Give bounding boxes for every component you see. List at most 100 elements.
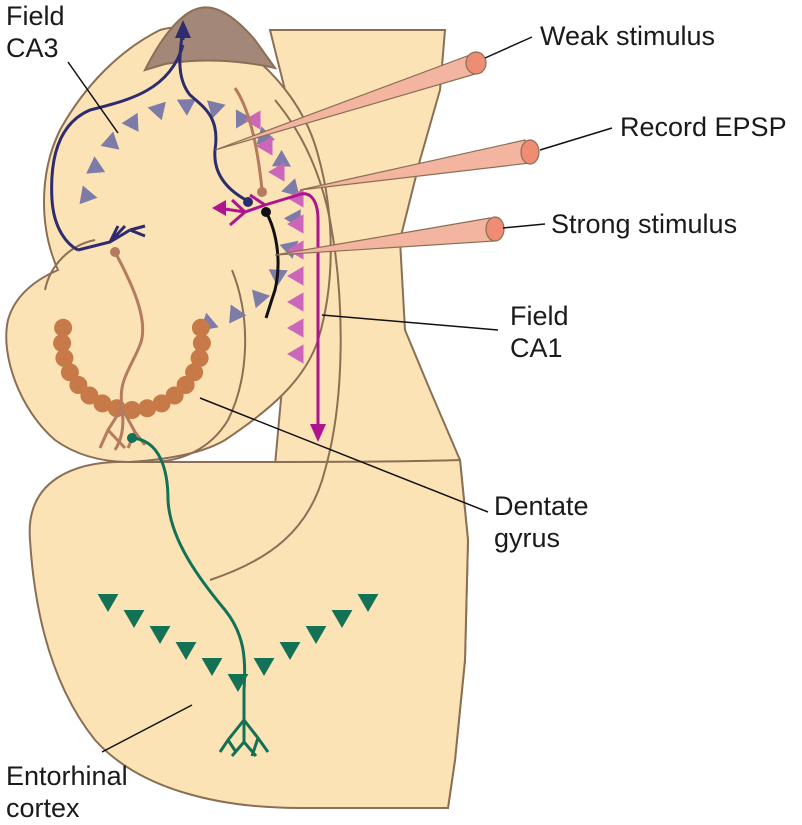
ca1-pyramidal-cell	[244, 110, 261, 130]
hippocampal-fissure	[209, 99, 342, 581]
weak-stimulus-electrode	[214, 51, 487, 151]
ca3-axon-arrowhead	[175, 20, 191, 38]
dentate-process-ca3	[233, 87, 264, 191]
ca3-axon-terminal	[243, 197, 253, 207]
dentate-granule-cell	[165, 386, 184, 405]
dentate-granule-cell	[152, 394, 171, 413]
entorhinal-neuron	[331, 610, 353, 628]
dentate-granule-cells	[53, 318, 211, 419]
ca3-pyramidal-cell	[271, 149, 291, 167]
dentate-granule-cell	[123, 401, 141, 419]
entorhinal-neuron	[123, 610, 145, 628]
ca1-pyramidal-cell	[268, 162, 285, 182]
dentate-granule-cell	[55, 349, 74, 368]
ca3-pyramidal-cell	[235, 109, 253, 129]
ca1-pyramidal-cell	[287, 344, 304, 364]
ca1-axon-arrowhead	[310, 424, 326, 442]
ca1-pyramidal-cells	[244, 110, 304, 364]
recording-neuron-process	[264, 211, 280, 319]
ca3-pyramidal-cell	[121, 112, 139, 132]
entorhinal-dendrites	[218, 690, 270, 757]
entorhinal-neuron	[149, 626, 171, 644]
mossy-fiber-terminal	[110, 247, 120, 257]
ca3-pyramidal-cells	[79, 99, 301, 331]
record-epsp-electrode	[299, 139, 540, 191]
perforant-terminal	[127, 433, 137, 443]
ca1-axon	[297, 192, 320, 430]
label-field-ca1-line2: CA1	[510, 333, 563, 363]
ca3-pyramidal-cell	[79, 185, 98, 205]
entorhinal-neurons	[97, 594, 379, 692]
ca1-pyramidal-cell	[287, 266, 304, 286]
ca3-pyramidal-cell	[147, 101, 166, 121]
ca1-pyramidal-cell	[256, 136, 273, 156]
dentate-granule-cell	[138, 399, 157, 418]
entorhinal-neuron	[201, 658, 223, 676]
ca1-pyramidal-cell	[287, 214, 304, 234]
leader-strong-stimulus	[502, 223, 546, 229]
dentate-granule-cell	[60, 363, 79, 382]
label-entorhinal-cortex-line1: Entorhinal	[6, 761, 128, 791]
label-dentate-gyrus-line2: gyrus	[494, 523, 561, 553]
perforant-path	[131, 436, 247, 691]
leader-field-ca3	[67, 61, 119, 134]
ca3-pyramidal-cell	[252, 289, 271, 309]
leader-record-epsp	[539, 127, 613, 151]
dentate-granule-cell	[191, 318, 210, 337]
leader-weak-stimulus	[484, 36, 533, 59]
recording-neuron-terminal	[261, 207, 271, 217]
ca3-pyramidal-cell	[281, 178, 300, 197]
dentate-granule-cell	[185, 363, 204, 382]
ca3-pyramidal-cell	[207, 100, 226, 119]
strong-stimulus-electrode	[274, 216, 505, 256]
label-entorhinal-cortex-line2: cortex	[6, 793, 80, 823]
leader-entorhinal-cortex	[101, 704, 193, 753]
entorhinal-neuron	[253, 658, 275, 676]
label-field-ca3: Field CA3	[6, 0, 65, 64]
ca3-pyramidal-cell	[86, 156, 106, 174]
ca3-neuron-process	[50, 44, 185, 252]
ca1-dendrite-arrowhead	[212, 200, 226, 216]
dentate-granule-cell	[190, 349, 209, 368]
label-field-ca3-line1: Field	[6, 1, 65, 31]
dentate-granule-cell	[53, 334, 72, 353]
ca1-pyramidal-cell	[287, 318, 304, 338]
entorhinal-neuron	[357, 594, 379, 612]
ca1-dendrite	[217, 193, 299, 227]
ca1-pyramidal-cell	[287, 292, 304, 312]
dentate-process-terminal	[257, 187, 267, 197]
dentate-fold-line	[149, 269, 247, 463]
leader-field-ca1	[321, 314, 499, 331]
label-dentate-gyrus-line1: Dentate	[494, 491, 589, 521]
label-record-epsp: Record EPSP	[620, 112, 787, 142]
label-strong-stimulus: Strong stimulus	[551, 209, 738, 239]
entorhinal-neuron	[279, 642, 301, 660]
label-entorhinal-cortex: Entorhinal cortex	[6, 760, 128, 824]
dentate-inner-line	[44, 239, 96, 291]
entorhinal-neuron	[97, 594, 119, 612]
ca3-pyramidal-cell	[176, 99, 196, 116]
entorhinal-region	[28, 458, 470, 810]
entorhinal-neuron	[175, 642, 197, 660]
ca1-pyramidal-cell	[287, 240, 304, 260]
label-field-ca3-line2: CA3	[6, 33, 59, 63]
mossy-fiber	[113, 251, 145, 451]
leader-dentate-gyrus	[199, 397, 489, 513]
label-field-ca1-line1: Field	[510, 301, 569, 331]
entorhinal-neuron	[305, 626, 327, 644]
label-field-ca1: Field CA1	[510, 300, 569, 364]
ca3-pyramidal-cell	[229, 304, 247, 324]
dentate-granule-cell	[192, 334, 211, 353]
label-dentate-gyrus: Dentate gyrus	[494, 490, 589, 554]
label-weak-stimulus: Weak stimulus	[540, 21, 716, 51]
dentate-granule-cell	[69, 376, 88, 394]
dentate-granule-cell	[54, 318, 73, 337]
ca3-pyramidal-cell	[100, 131, 120, 150]
ca3-dendrite-tuft	[77, 224, 146, 252]
hippocampus-cap	[143, 6, 278, 72]
hippocampus-region	[5, 26, 332, 464]
dentate-dendrites	[98, 407, 147, 450]
dentate-granule-cell	[93, 394, 112, 413]
